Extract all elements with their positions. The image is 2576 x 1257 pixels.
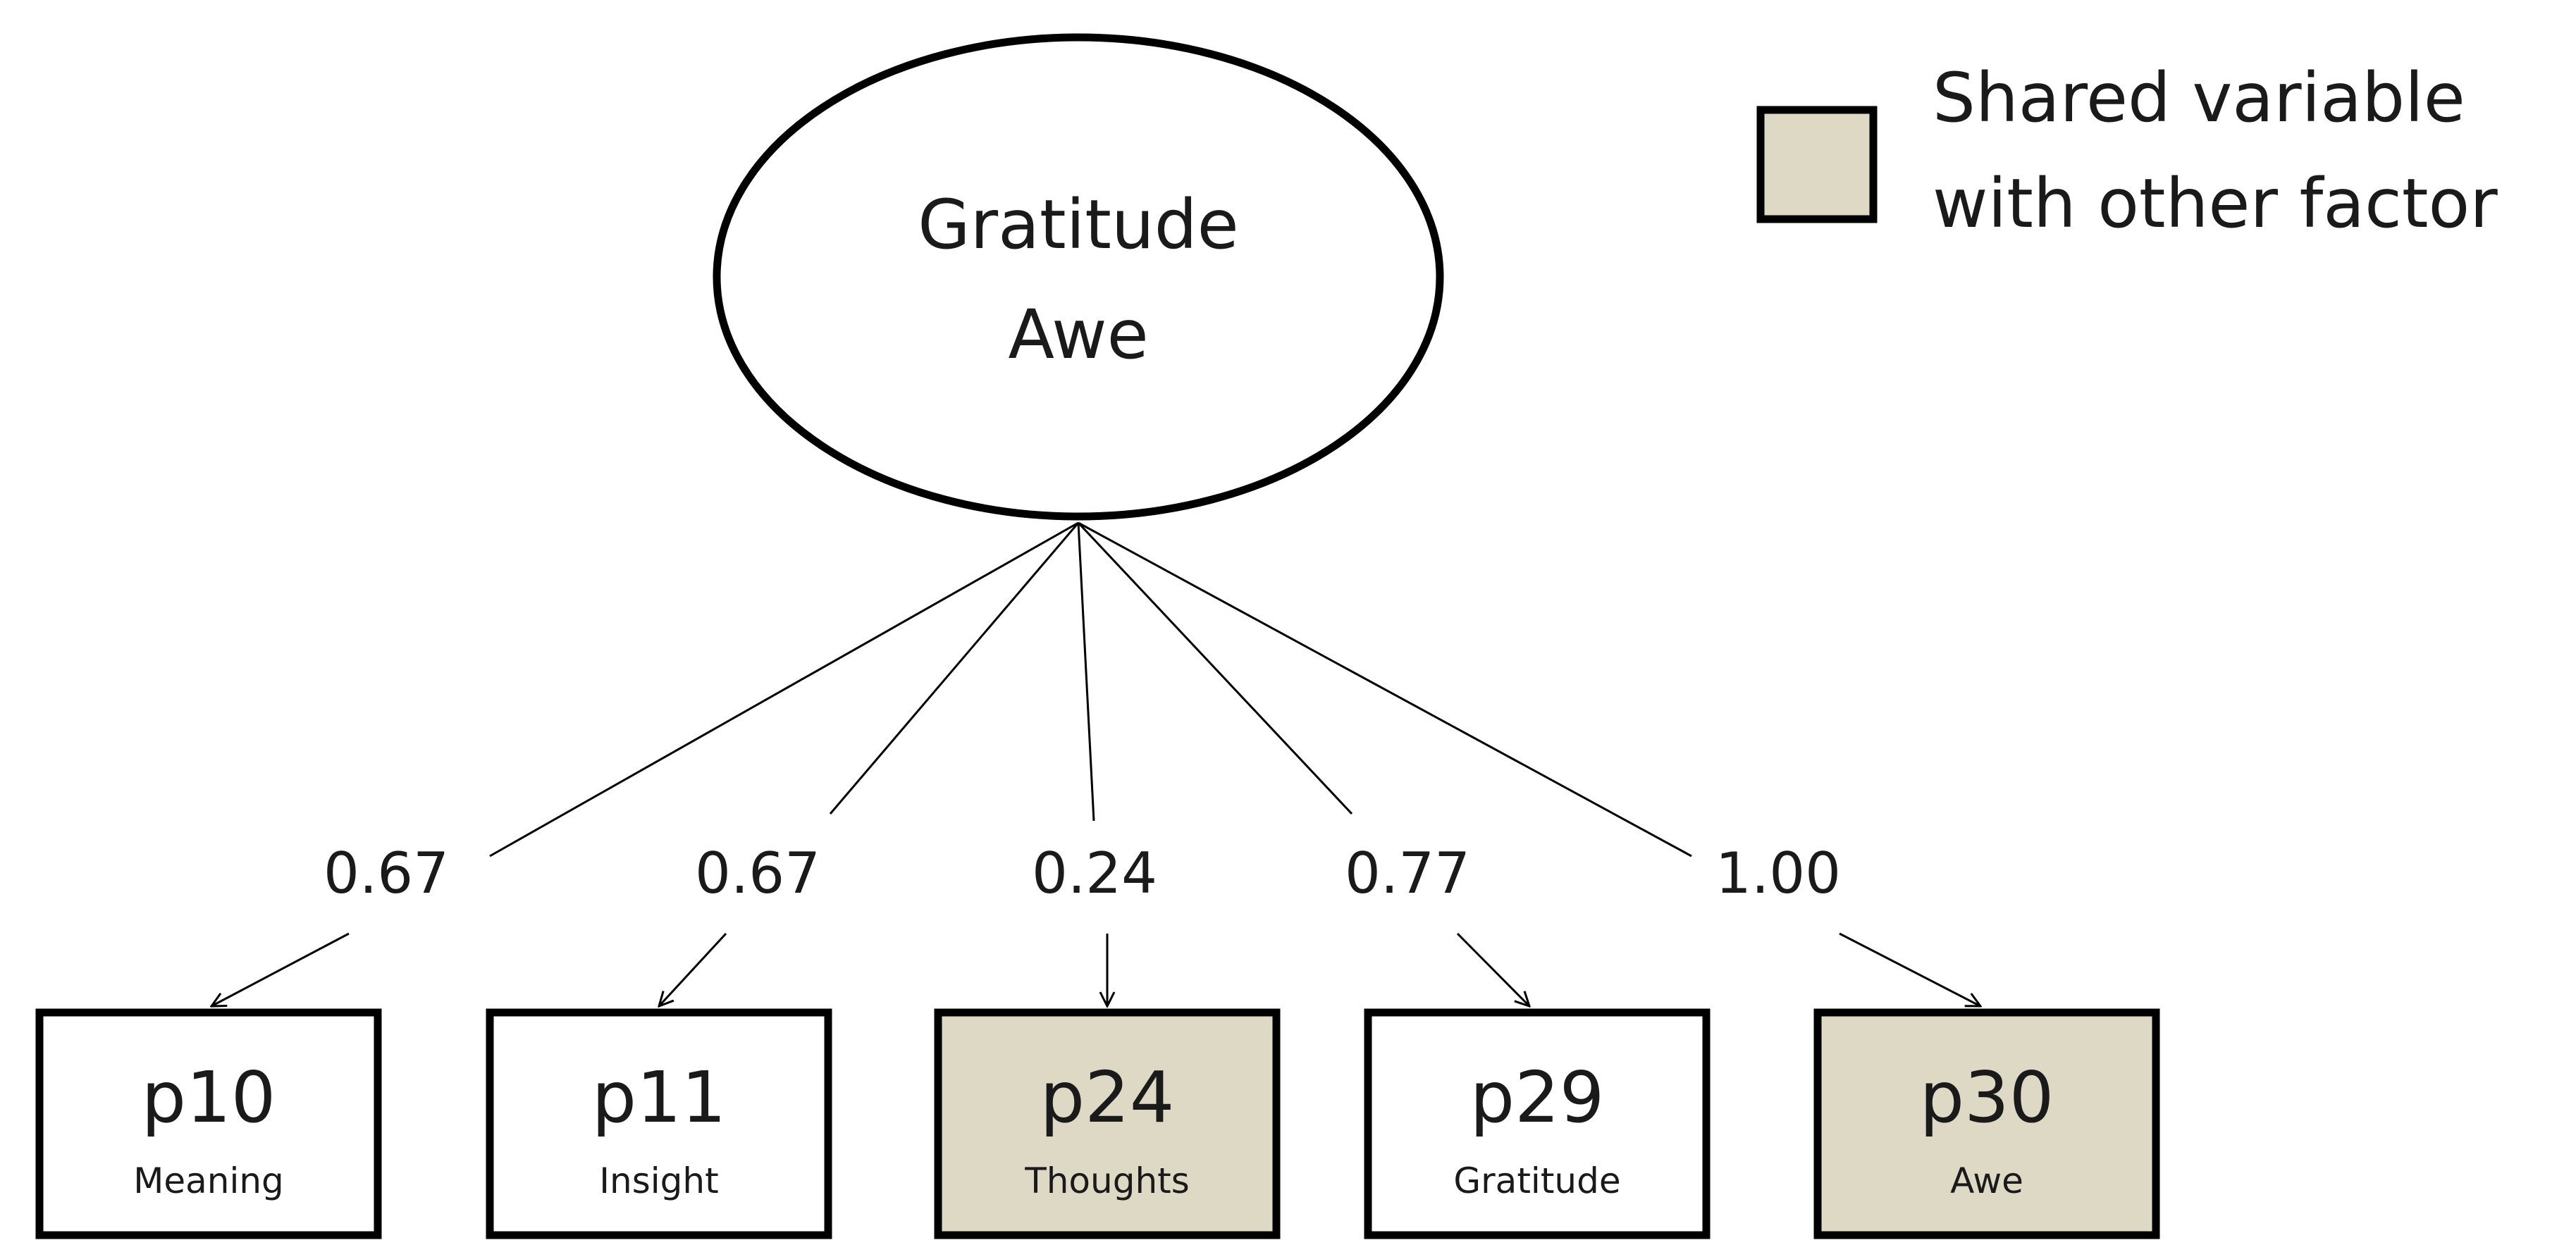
- indicator-code-p30: p30: [1920, 1056, 2054, 1139]
- indicator-code-p29: p29: [1470, 1056, 1605, 1139]
- indicator-box-p24: [934, 1008, 1281, 1239]
- indicator-code-p24: p24: [1040, 1056, 1175, 1139]
- legend-text-line1: Shared variable: [1933, 58, 2465, 137]
- indicator-box-p30: [1813, 1008, 2160, 1239]
- factor-label-line1: Gratitude: [918, 185, 1238, 264]
- loading-label-p30: 1.00: [1715, 841, 1841, 906]
- path-arrow-p29: [1456, 932, 1529, 1006]
- path-arrow-p11: [659, 932, 727, 1006]
- loading-labels: 0.67 0.67 0.24 0.77 1.00: [323, 841, 1841, 906]
- indicator-code-p11: p11: [592, 1056, 727, 1139]
- factor-node: Gratitude Awe: [713, 33, 1444, 521]
- path-line-p24: [1077, 522, 1095, 822]
- factor-label-line2: Awe: [1008, 295, 1148, 374]
- indicator-name-p29: Gratitude: [1453, 1160, 1620, 1201]
- legend: Shared variable with other factor: [1756, 58, 2498, 243]
- loading-label-p24: 0.24: [1032, 841, 1157, 906]
- path-arrow-p10: [211, 932, 350, 1006]
- indicator-box-p10: [35, 1008, 382, 1239]
- legend-text-line2: with other factor: [1933, 164, 2498, 243]
- path-line-p10: [489, 521, 1079, 857]
- indicator-name-p11: Insight: [599, 1160, 718, 1201]
- factor-ellipse: [713, 33, 1444, 521]
- loading-label-p11: 0.67: [695, 841, 820, 906]
- indicator-box-p11: [486, 1008, 832, 1239]
- indicator-box-p29: [1364, 1008, 1711, 1239]
- loading-paths: [211, 521, 1980, 1006]
- loading-label-p10: 0.67: [323, 841, 449, 906]
- loading-label-p29: 0.77: [1345, 841, 1470, 906]
- indicator-name-p10: Meaning: [133, 1160, 284, 1201]
- legend-swatch: [1756, 106, 1878, 223]
- indicator-name-p24: Thoughts: [1024, 1160, 1190, 1201]
- path-arrow-p30: [1839, 932, 1980, 1006]
- path-line-p30: [1078, 521, 1692, 857]
- path-line-p11: [829, 522, 1080, 815]
- indicator-code-p10: p10: [142, 1056, 276, 1139]
- indicator-name-p30: Awe: [1950, 1160, 2023, 1201]
- path-line-p29: [1077, 521, 1353, 815]
